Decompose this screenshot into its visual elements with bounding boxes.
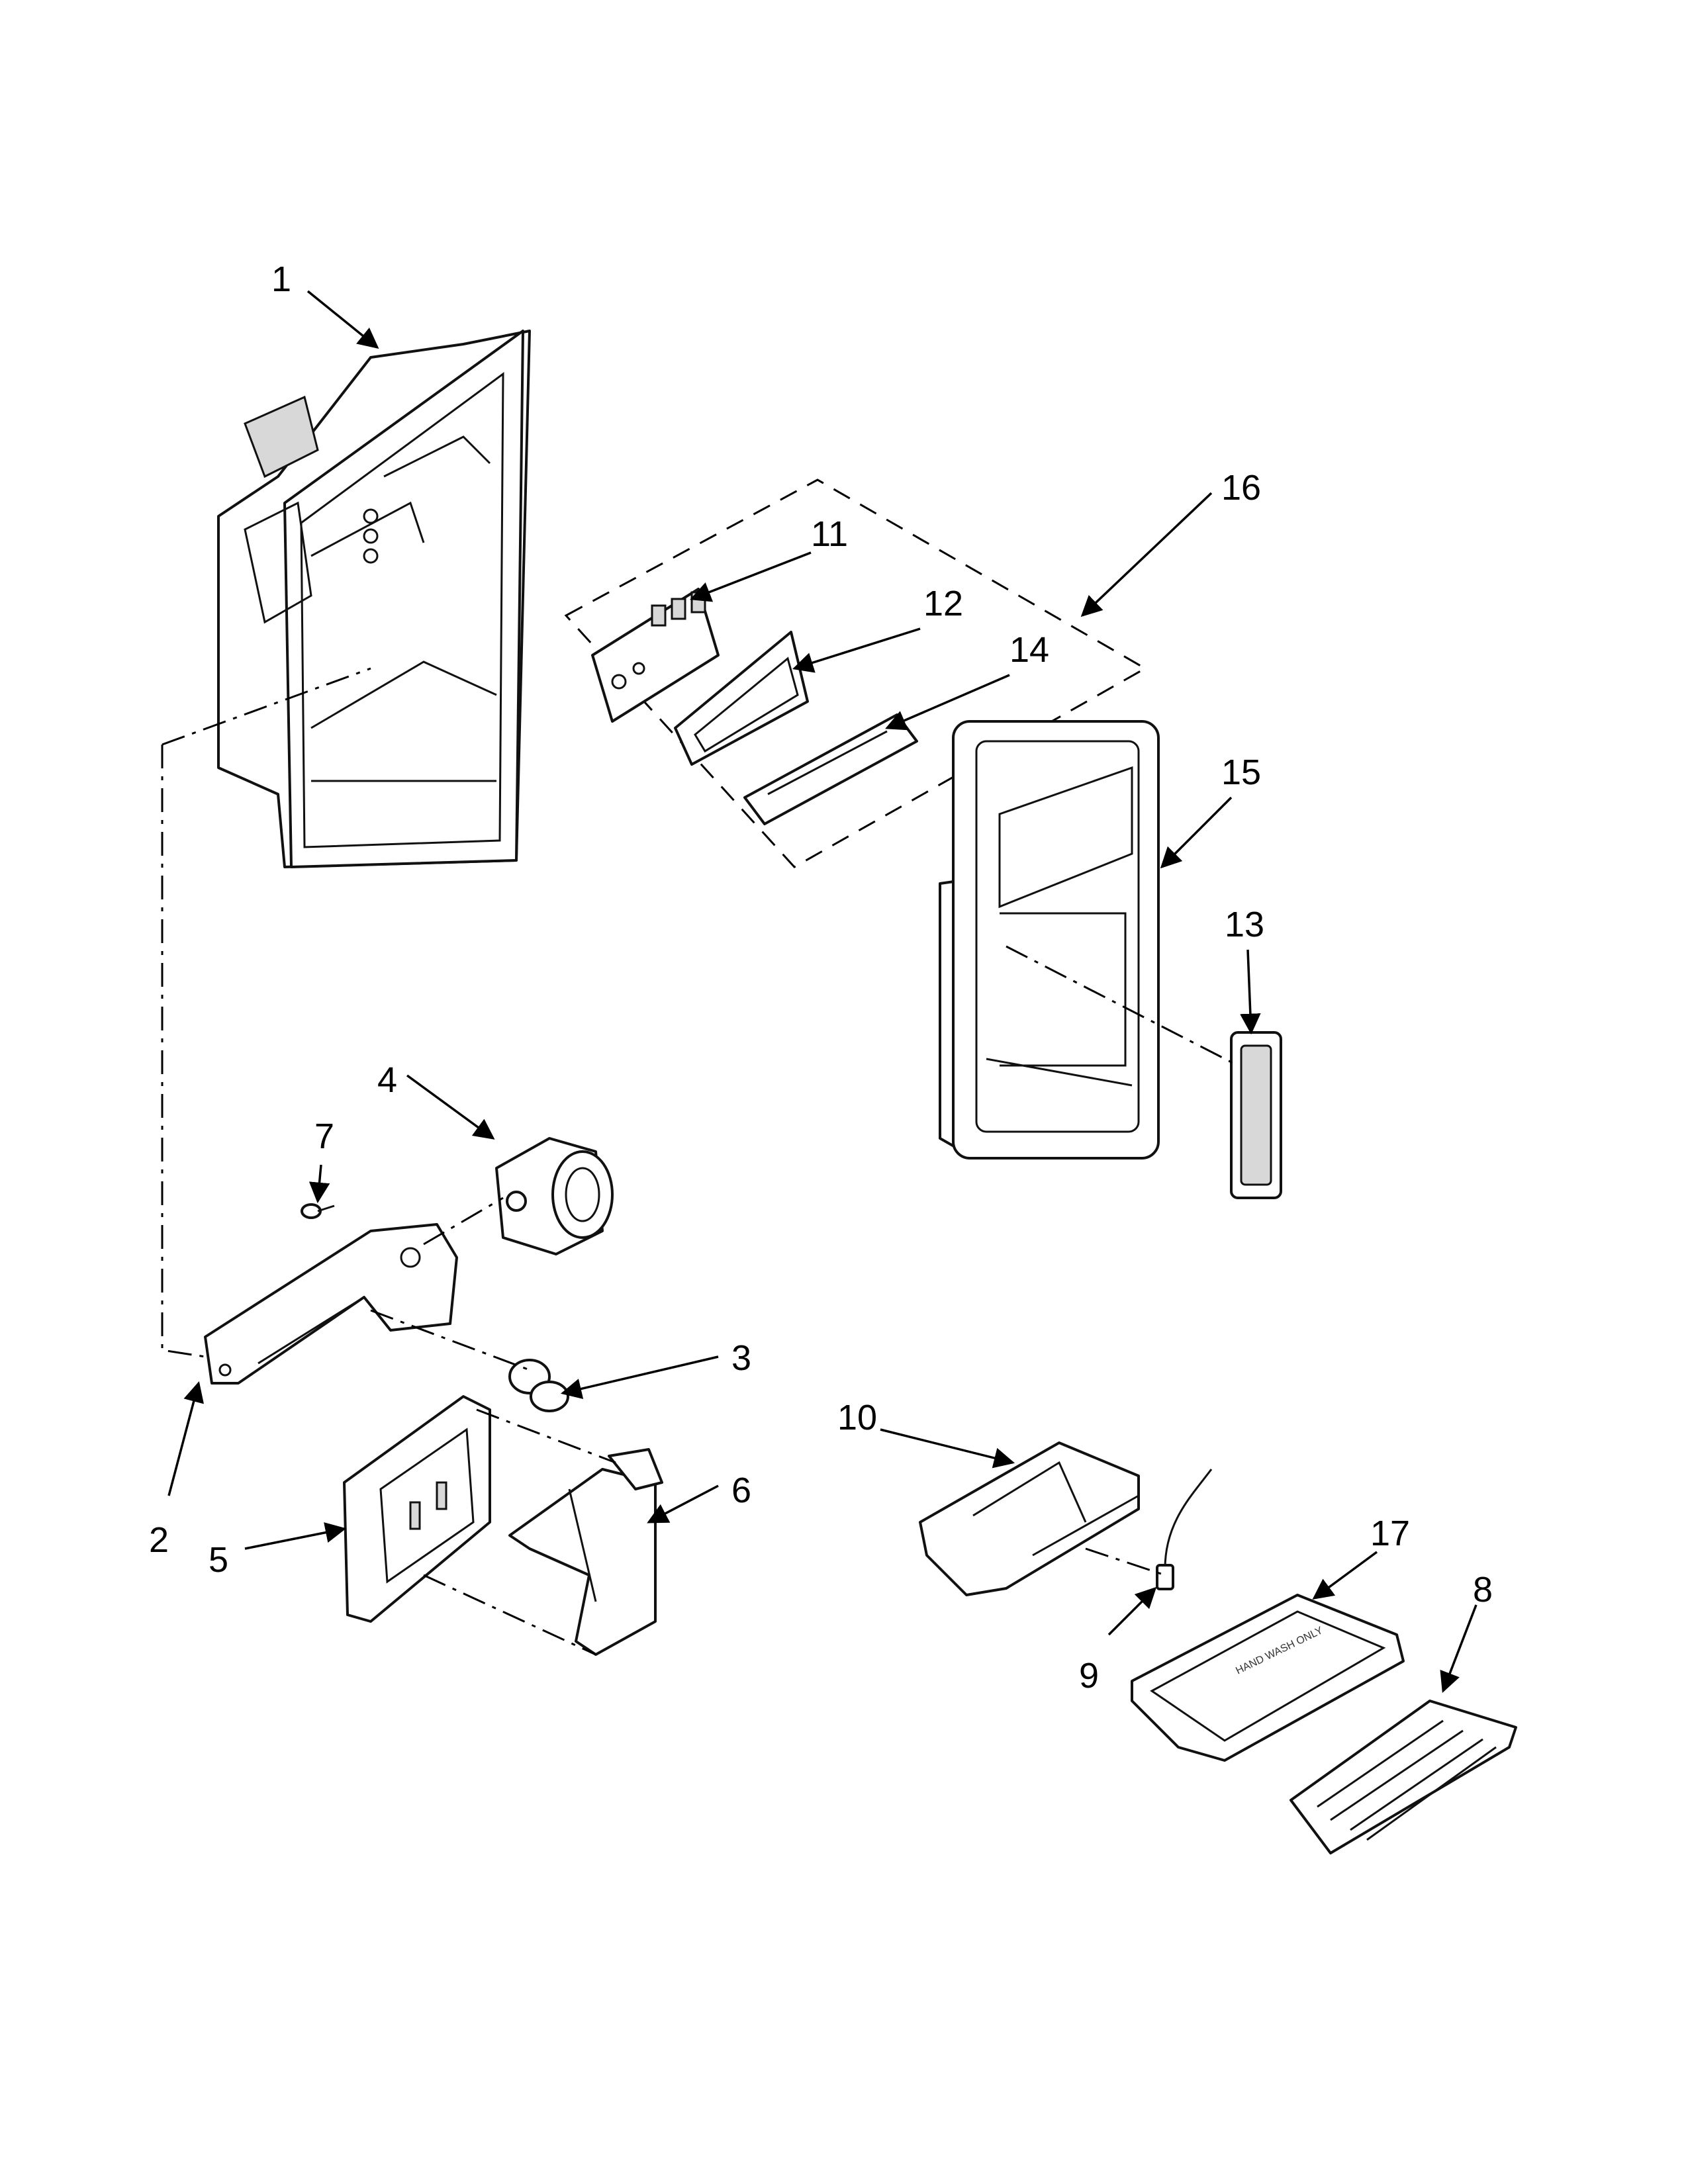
callout-11: 11	[811, 514, 848, 554]
callout-13: 13	[1225, 905, 1264, 944]
callout-7: 7	[314, 1116, 334, 1156]
callout-5: 5	[209, 1540, 228, 1580]
part-3-actuator	[508, 1359, 569, 1412]
callout-4: 4	[377, 1060, 397, 1100]
part-13-paddle	[1230, 1031, 1282, 1199]
part-11-control-board	[591, 588, 720, 723]
part-12-board-bracket	[674, 631, 809, 766]
callout-17: 17	[1370, 1514, 1410, 1553]
part-7-screw	[301, 1203, 335, 1219]
callout-14: 14	[1009, 630, 1049, 670]
part-6-door-arm	[508, 1448, 663, 1656]
callout-16: 16	[1221, 468, 1261, 508]
part-17-drip-tray: HAND WASH ONLY	[1131, 1594, 1405, 1762]
part-10-valve-bracket	[919, 1441, 1140, 1596]
callout-6: 6	[731, 1471, 751, 1510]
callout-9: 9	[1079, 1656, 1099, 1696]
part-14-switch-housing	[743, 713, 918, 825]
callout-labels: 1 2 3 4 5 6 7 8 9 10 11 12 14 13 15 16 1…	[149, 259, 1493, 1696]
part-2-motor-bracket	[204, 1223, 458, 1385]
part-9-tube	[1156, 1469, 1213, 1590]
callout-15: 15	[1221, 752, 1261, 792]
callout-1: 1	[271, 259, 291, 299]
part-5-dispenser-door	[343, 1395, 491, 1623]
part-16-control-group-outline	[564, 478, 1148, 868]
callout-8: 8	[1473, 1570, 1493, 1610]
part-1-dispenser-housing	[217, 330, 531, 868]
callout-3: 3	[731, 1338, 751, 1378]
callout-2: 2	[149, 1520, 169, 1560]
part-4-motor	[495, 1137, 614, 1255]
part-15-dispenser-frame	[939, 720, 1160, 1160]
alignment-lines	[161, 667, 1239, 1656]
part-8-drip-grille	[1289, 1700, 1517, 1854]
callout-10: 10	[837, 1398, 877, 1437]
leader-arrows	[167, 290, 1477, 1693]
callout-12: 12	[923, 584, 963, 623]
